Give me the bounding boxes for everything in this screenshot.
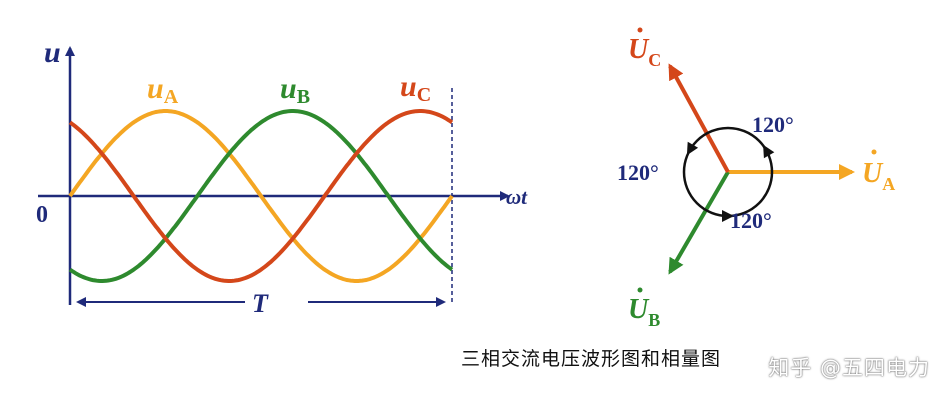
x-axis-label: ωt <box>506 185 528 209</box>
origin-label: 0 <box>36 202 48 228</box>
y-axis-label: u <box>44 36 61 69</box>
phasor-label-uc: UC <box>628 27 661 70</box>
angle-label-ab: 120° <box>730 208 772 233</box>
svg-text:UA: UA <box>862 158 895 194</box>
svg-text:UC: UC <box>628 34 661 70</box>
figure-caption: 三相交流电压波形图和相量图 <box>0 344 952 371</box>
phasor-uc <box>668 63 730 173</box>
curve-uc <box>68 109 454 283</box>
period-label: T <box>252 289 269 318</box>
angle-label-bc: 120° <box>617 160 659 185</box>
curve-ua <box>68 109 454 283</box>
circle-arrowhead-0 <box>763 144 775 159</box>
svg-text:UB: UB <box>628 294 660 330</box>
phasor-label-ua: UA <box>862 149 895 194</box>
angle-circle-arrows <box>686 141 775 222</box>
waveform-curves <box>68 109 454 283</box>
phasor-label-ub: UB <box>628 287 660 330</box>
curve-label-b: uB <box>280 72 310 108</box>
phasor-ub <box>668 170 730 275</box>
curve-label-c: uC <box>400 70 431 106</box>
curve-ub <box>68 109 454 283</box>
caption-text: 三相交流电压波形图和相量图 <box>460 348 721 370</box>
watermark: 知乎 @五四电力 <box>768 356 930 380</box>
phasor-panel: 120° 120° 120° UA UB UC <box>617 27 895 330</box>
circle-arrowhead-2 <box>722 210 734 222</box>
waveform-panel: u ωt 0 uA uB uC T <box>36 36 528 318</box>
angle-label-ac: 120° <box>752 112 794 137</box>
curve-label-a: uA <box>147 72 179 108</box>
circle-arrowhead-1 <box>686 141 699 156</box>
